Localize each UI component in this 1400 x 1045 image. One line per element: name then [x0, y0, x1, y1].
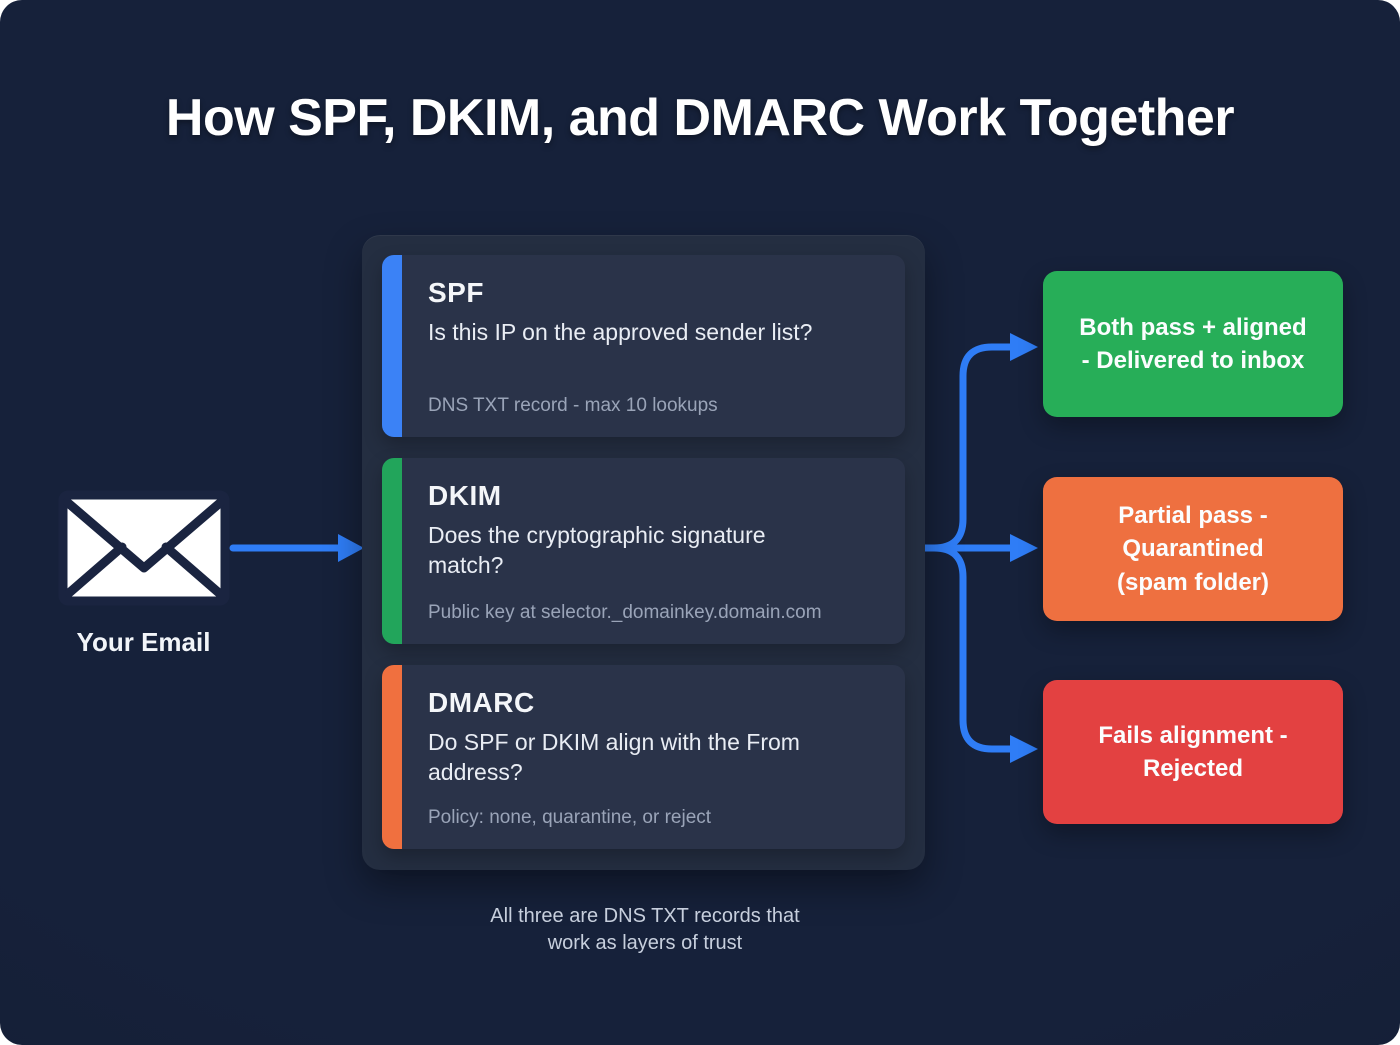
dkim-note: Public key at selector._domainkey.domain…: [428, 602, 822, 623]
outcome-delivered: Both pass + aligned - Delivered to inbox: [1043, 271, 1343, 417]
outcome-rejected: Fails alignment - Rejected: [1043, 680, 1343, 824]
dkim-accent-bar: [382, 458, 402, 644]
spf-question: Is this IP on the approved sender list?: [428, 319, 813, 345]
dmarc-accent-bar: [382, 665, 402, 849]
spf-title: SPF: [428, 277, 484, 308]
checks-panel: SPF Is this IP on the approved sender li…: [362, 235, 925, 870]
envelope-icon: [58, 490, 229, 606]
branch-to-delivered-arrow: [930, 333, 1038, 552]
outcome-rejected-label: Fails alignment - Rejected: [1098, 721, 1288, 782]
card-dkim: DKIM Does the cryptographic signature ma…: [382, 458, 905, 644]
email-label: Your Email: [76, 627, 211, 657]
outcome-quarantined-label: Partial pass - Quarantined (spam folder): [1116, 502, 1269, 596]
spf-card-body: SPF Is this IP on the approved sender li…: [402, 255, 905, 437]
dmarc-question: Do SPF or DKIM align with the From addre…: [428, 729, 800, 786]
dmarc-note: Policy: none, quarantine, or reject: [428, 807, 712, 828]
dkim-title: DKIM: [428, 480, 502, 511]
email-to-panel-arrow: [229, 534, 364, 562]
spf-note: DNS TXT record - max 10 lookups: [428, 395, 718, 416]
outcome-delivered-label: Both pass + aligned - Delivered to inbox: [1079, 313, 1307, 374]
spf-accent-bar: [382, 255, 402, 437]
card-spf: SPF Is this IP on the approved sender li…: [382, 255, 905, 437]
footnote: All three are DNS TXT records that work …: [490, 905, 800, 954]
outcome-quarantined: Partial pass - Quarantined (spam folder): [1043, 477, 1343, 621]
dkim-question: Does the cryptographic signature match?: [428, 522, 766, 579]
branch-to-rejected-arrow: [930, 544, 1038, 763]
dmarc-title: DMARC: [428, 687, 535, 718]
dmarc-card-body: DMARC Do SPF or DKIM align with the From…: [402, 665, 905, 849]
dkim-card-body: DKIM Does the cryptographic signature ma…: [402, 458, 905, 644]
card-dmarc: DMARC Do SPF or DKIM align with the From…: [382, 665, 905, 849]
email-source: Your Email: [57, 490, 230, 658]
page-title: How SPF, DKIM, and DMARC Work Together: [165, 89, 1235, 147]
